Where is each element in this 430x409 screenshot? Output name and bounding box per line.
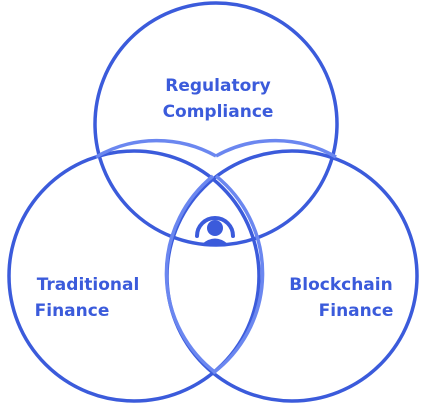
overlap-arc (164, 174, 218, 375)
overlap-arc (215, 138, 337, 159)
left-circle-label-line1: Traditional (37, 275, 140, 295)
overlap-arc (95, 138, 217, 159)
left-circle-label-line2: Finance (35, 301, 110, 321)
user-badge-icon (195, 216, 235, 244)
overlap-arc (211, 174, 265, 375)
top-circle-label-line1: Regulatory (165, 76, 270, 96)
regulatory-compliance-circle (93, 1, 339, 247)
top-circle-label-line2: Compliance (163, 102, 274, 122)
traditional-finance-circle (7, 149, 261, 403)
right-circle-label-line1: Blockchain (289, 275, 392, 295)
right-circle-label-line2: Finance (319, 301, 394, 321)
